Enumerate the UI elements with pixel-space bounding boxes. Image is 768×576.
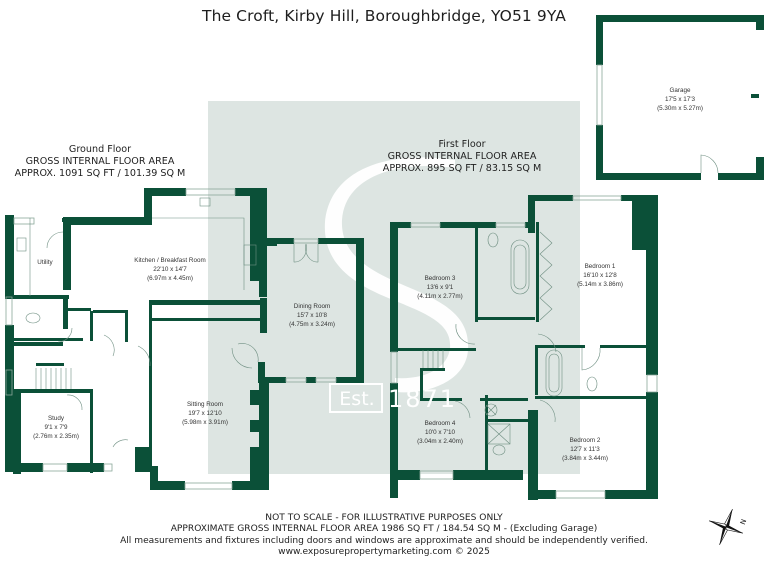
toilet-icon <box>586 376 598 392</box>
room-name: Garage <box>669 87 691 94</box>
room-name: Bedroom 2 <box>569 437 601 444</box>
room-name: Dining Room <box>293 303 331 310</box>
watermark-est-badge <box>329 383 383 413</box>
room-name: Sitting Room <box>186 401 224 408</box>
shower-icon <box>484 403 498 417</box>
room-metric: (4.75m x 3.24m) <box>289 321 335 328</box>
room-name: Bedroom 4 <box>424 420 456 427</box>
room-label-kitchen: Kitchen / Breakfast Room 22'10 x 14'7 (6… <box>100 256 240 283</box>
room-name: Bedroom 1 <box>584 263 616 270</box>
ground-floor-area-value: APPROX. 1091 SQ FT / 101.39 SQ M <box>14 168 186 179</box>
first-floor-area-value: APPROX. 895 SQ FT / 83.15 SQ M <box>382 163 542 174</box>
room-imperial: 9'1 x 7'9 <box>44 424 68 431</box>
first-floor-caption: First Floor GROSS INTERNAL FLOOR AREA AP… <box>362 139 562 175</box>
first-floor-area-label: GROSS INTERNAL FLOOR AREA <box>387 151 537 162</box>
toilet-icon <box>25 312 41 324</box>
room-label-garage: Garage 17'5 x 17'3 (5.30m x 5.27m) <box>610 86 750 113</box>
room-name: Utility <box>37 259 53 266</box>
walls <box>5 15 764 500</box>
sink-icon <box>16 237 27 252</box>
watermark-year: 1871 <box>388 385 458 413</box>
room-metric: (5.30m x 5.27m) <box>657 105 703 112</box>
room-label-study: Study 9'1 x 7'9 (2.76m x 2.35m) <box>18 414 94 441</box>
room-imperial: 15'7 x 10'8 <box>296 312 328 319</box>
room-imperial: 17'5 x 17'3 <box>664 96 696 103</box>
room-imperial: 13'6 x 9'1 <box>426 284 454 291</box>
room-imperial: 22'10 x 14'7 <box>153 266 187 273</box>
footer-disclaimer: NOT TO SCALE - FOR ILLUSTRATIVE PURPOSES… <box>0 513 768 559</box>
room-label-bedroom-2: Bedroom 2 12'7 x 11'3 (3.84m x 3.44m) <box>540 436 630 463</box>
shower-tray-icon <box>487 423 511 445</box>
room-metric: (3.04m x 2.40m) <box>417 438 463 445</box>
footer-website-copyright: www.exposurepropertymarketing.com © 2025 <box>278 547 490 558</box>
room-name: Kitchen / Breakfast Room <box>134 257 206 264</box>
watermark-monogram <box>324 157 469 393</box>
windows <box>5 64 658 499</box>
room-imperial: 10'0 x 7'10 <box>424 429 456 436</box>
bath-icon <box>510 239 530 295</box>
room-metric: (2.76m x 2.35m) <box>33 433 79 440</box>
toilet-icon <box>492 444 506 456</box>
stairs-icon <box>422 350 444 368</box>
room-label-sitting-room: Sitting Room 19'7 x 12'10 (5.98m x 3.91m… <box>155 400 255 427</box>
watermark-est-label: Est. <box>339 388 375 410</box>
room-metric: (3.84m x 3.44m) <box>562 455 608 462</box>
room-label-dining-room: Dining Room 15'7 x 10'8 (4.75m x 3.24m) <box>262 302 362 329</box>
first-floor-name: First Floor <box>438 139 486 150</box>
stairs-icon <box>35 368 72 389</box>
ground-floor-area-label: GROSS INTERNAL FLOOR AREA <box>25 156 175 167</box>
room-label-bedroom-3: Bedroom 3 13'6 x 9'1 (4.11m x 2.77m) <box>400 274 480 301</box>
toilet-icon <box>487 232 499 248</box>
room-name: Bedroom 3 <box>424 275 456 282</box>
room-metric: (6.97m x 4.45m) <box>147 275 193 282</box>
property-address-title: The Croft, Kirby Hill, Boroughbridge, YO… <box>202 7 566 25</box>
compass-rose-icon <box>708 509 744 545</box>
door-swings <box>46 154 719 448</box>
footer-not-to-scale: NOT TO SCALE - FOR ILLUSTRATIVE PURPOSES… <box>265 513 503 523</box>
room-imperial: 12'7 x 11'3 <box>570 446 600 453</box>
room-imperial: 16'10 x 12'8 <box>583 272 617 279</box>
bath-icon <box>545 349 563 397</box>
room-metric: (5.14m x 3.86m) <box>577 281 623 288</box>
room-name: Study <box>47 415 65 422</box>
room-label-utility: Utility <box>25 258 65 267</box>
room-metric: (5.98m x 3.91m) <box>182 419 228 426</box>
ground-floor-caption: Ground Floor GROSS INTERNAL FLOOR AREA A… <box>0 144 200 180</box>
sink-icon <box>199 197 211 207</box>
room-metric: (4.11m x 2.77m) <box>417 293 463 300</box>
ground-floor-name: Ground Floor <box>68 144 132 155</box>
room-label-bedroom-1: Bedroom 1 16'10 x 12'8 (5.14m x 3.86m) <box>555 262 645 289</box>
footer-total-area: APPROXIMATE GROSS INTERNAL FLOOR AREA 19… <box>170 524 598 535</box>
footer-measurements-note: All measurements and fixtures including … <box>120 535 648 546</box>
wardrobe-icon <box>539 231 553 321</box>
fixtures <box>16 197 598 456</box>
room-label-bedroom-4: Bedroom 4 10'0 x 7'10 (3.04m x 2.40m) <box>400 419 480 446</box>
room-imperial: 19'7 x 12'10 <box>188 410 222 417</box>
